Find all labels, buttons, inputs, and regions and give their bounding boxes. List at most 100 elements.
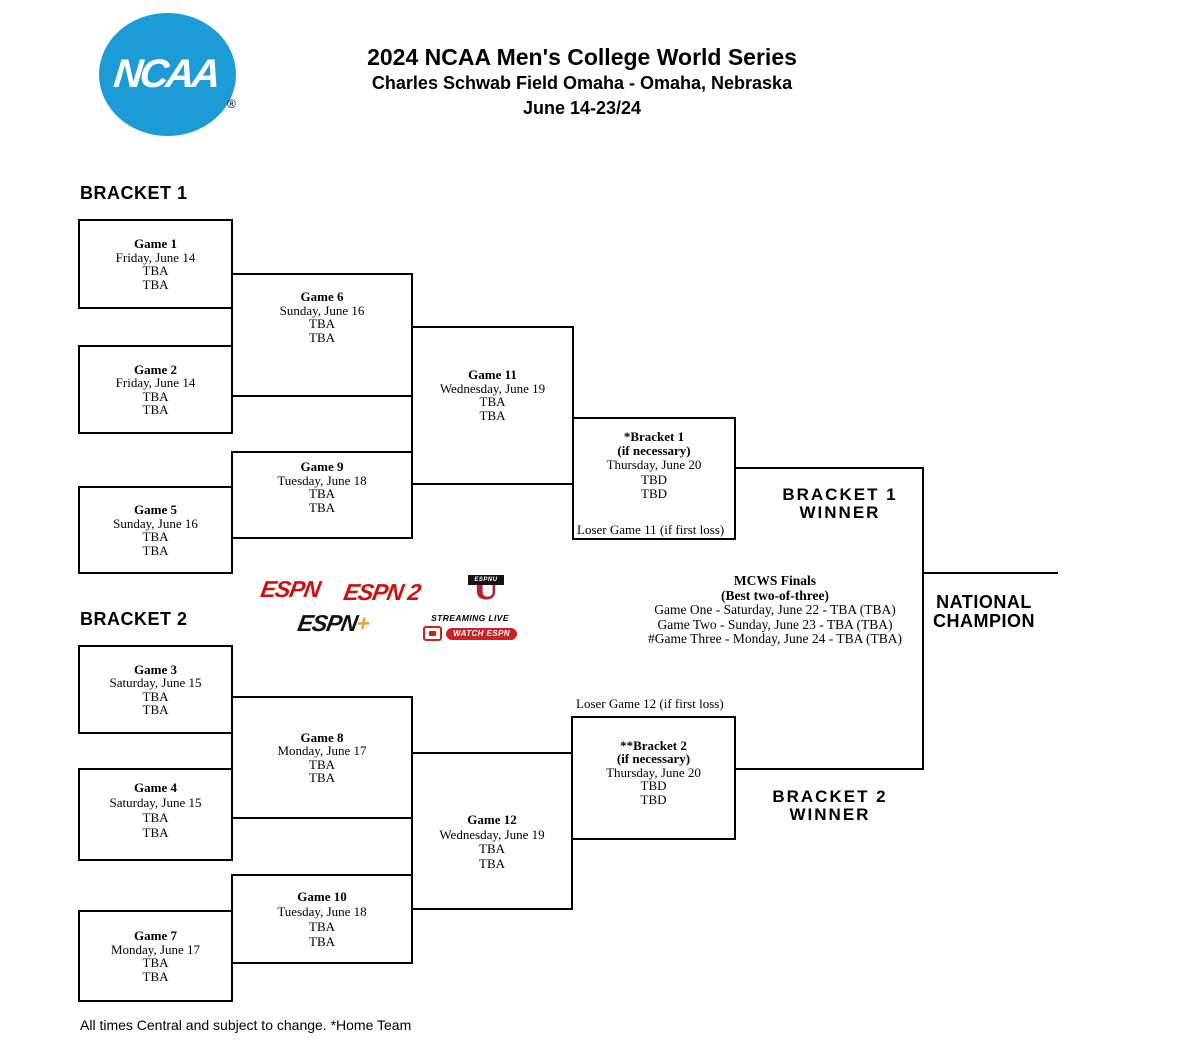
watch-espn-badge: WATCH ESPN — [446, 627, 517, 640]
game-date: Wednesday, June 19 — [439, 380, 546, 396]
if-necessary-title: **Bracket 2 — [620, 738, 687, 753]
team-slot: TBA — [479, 841, 505, 856]
team-slot: TBA — [142, 825, 169, 840]
team-slot: TBA — [309, 770, 335, 785]
game-7-box: Game 7 Monday, June 17 TBA TBA — [78, 910, 233, 1002]
team-slot: TBA — [142, 388, 169, 404]
game-date: Saturday, June 15 — [109, 675, 202, 690]
team-slot: TBA — [142, 968, 169, 984]
game-10-box: Game 10 Tuesday, June 18 TBA TBA — [231, 874, 413, 964]
bracket-1-winner-label: BRACKET 1 WINNER — [782, 485, 898, 522]
team-slot: TBA — [309, 486, 335, 501]
team-slot: TBD — [641, 471, 667, 487]
game-9-box: Game 9 Tuesday, June 18 TBA TBA — [231, 451, 413, 539]
game-date: Thursday, June 20 — [606, 457, 702, 473]
if-necessary-note: (if necessary) — [616, 751, 691, 767]
team-slot: TBA — [309, 934, 335, 949]
espn-logo: ESPN — [258, 576, 323, 602]
finals-title: MCWS Finals — [733, 573, 817, 588]
loser-game-12-note: Loser Game 12 (if first loss) — [576, 696, 724, 711]
espn2-logo: ESPN 2 — [341, 579, 423, 605]
loser-game-11-note: Loser Game 11 (if first loss) — [577, 522, 725, 537]
team-slot: TBA — [309, 499, 335, 515]
ncaa-logo: NCAA — [99, 13, 236, 136]
espn-plus-logo: ESPN+ — [295, 610, 373, 636]
event-dates: June 14-23/24 — [522, 98, 642, 118]
game-date: Sunday, June 16 — [113, 515, 198, 531]
team-slot: TBA — [142, 276, 169, 292]
team-slot: TBA — [142, 702, 169, 717]
game-title: Game 11 — [468, 367, 517, 382]
bracket-2-label: BRACKET 2 — [80, 609, 188, 629]
team-slot: TBA — [309, 756, 335, 772]
team-slot: TBA — [309, 316, 335, 331]
finals-game-two: Game Two - Sunday, June 23 - TBA (TBA) — [657, 616, 893, 632]
team-slot: TBD — [641, 485, 667, 501]
finals-format: (Best two-of-three) — [720, 587, 830, 603]
game-date: Saturday, June 15 — [109, 795, 202, 810]
team-slot: TBA — [479, 394, 506, 409]
team-slot: TBA — [142, 810, 169, 825]
finals-game-one: Game One - Saturday, June 22 - TBA (TBA) — [654, 602, 896, 618]
team-slot: TBA — [309, 919, 335, 934]
game-date: Sunday, June 16 — [279, 302, 365, 318]
game-title: Game 3 — [134, 661, 177, 677]
game-title: Game 4 — [134, 780, 177, 795]
if-necessary-note: (if necessary) — [617, 443, 691, 459]
game-date: Tuesday, June 18 — [277, 904, 367, 919]
game-title: Game 10 — [297, 889, 347, 904]
screen-icon-dot — [429, 631, 437, 636]
team-slot: TBA — [142, 542, 169, 558]
game-11-box: Game 11 Wednesday, June 19 TBA TBA — [411, 326, 574, 485]
if-necessary-title: *Bracket 1 — [623, 429, 685, 444]
game-3-box: Game 3 Saturday, June 15 TBA TBA — [78, 645, 233, 734]
bracket-1-winner-line — [734, 467, 924, 469]
watch-espn-block: STREAMING LIVE WATCH ESPN — [422, 613, 518, 641]
header-title-block: 2024 NCAA Men's College World Series Cha… — [282, 44, 882, 120]
team-slot: TBA — [142, 688, 169, 704]
team-slot: TBA — [142, 402, 169, 417]
game-title: Game 1 — [134, 236, 177, 251]
game-1-box: Game 1 Friday, June 14 TBA TBA — [78, 219, 233, 309]
game-5-box: Game 5 Sunday, June 16 TBA TBA — [78, 486, 233, 574]
espnu-logo: U ESPNU — [467, 570, 505, 610]
bracket-1-if-necessary-box: *Bracket 1 (if necessary) Thursday, June… — [572, 417, 736, 540]
game-title: Game 9 — [300, 459, 344, 474]
national-champion-label: NATIONAL CHAMPION — [933, 592, 1035, 631]
mcws-finals-block: MCWS Finals (Best two-of-three) Game One… — [620, 573, 930, 647]
screen-icon — [423, 626, 443, 641]
game-date: Friday, June 14 — [115, 375, 196, 390]
game-title: Game 6 — [300, 289, 344, 304]
team-slot: TBA — [142, 955, 169, 970]
page-title: 2024 NCAA Men's College World Series — [367, 44, 797, 70]
bracket-2-if-necessary-box: **Bracket 2 (if necessary) Thursday, Jun… — [571, 716, 736, 840]
game-2-box: Game 2 Friday, June 14 TBA TBA — [78, 345, 233, 434]
game-12-box: Game 12 Wednesday, June 19 TBA TBA — [411, 752, 573, 910]
team-slot: TBA — [479, 855, 505, 871]
venue-subtitle: Charles Schwab Field Omaha - Omaha, Nebr… — [371, 73, 793, 93]
game-title: Game 2 — [134, 361, 177, 377]
game-date: Friday, June 14 — [115, 249, 196, 265]
bracket-1-label: BRACKET 1 — [80, 183, 188, 203]
team-slot: TBD — [640, 791, 667, 807]
champion-vertical-line — [922, 467, 924, 770]
game-date: Tuesday, June 18 — [277, 472, 367, 488]
game-date: Monday, June 17 — [277, 743, 367, 758]
team-slot: TBA — [309, 329, 335, 345]
game-date: Thursday, June 20 — [606, 764, 701, 780]
game-title: Game 5 — [134, 502, 177, 517]
game-title: Game 7 — [134, 928, 177, 943]
game-date: Wednesday, June 19 — [439, 826, 545, 842]
game-title: Game 12 — [467, 812, 517, 827]
team-slot: TBA — [479, 407, 506, 423]
team-slot: TBD — [640, 778, 667, 794]
game-date: Monday, June 17 — [110, 941, 201, 957]
finals-game-three: #Game Three - Monday, June 24 - TBA (TBA… — [648, 631, 902, 647]
national-champion-line — [922, 572, 1058, 574]
bracket-2-winner-label: BRACKET 2 WINNER — [772, 787, 888, 824]
team-slot: TBA — [142, 529, 169, 544]
espnu-banner: ESPNU — [468, 575, 504, 585]
ncaa-logo-text: NCAA — [111, 52, 220, 96]
game-4-box: Game 4 Saturday, June 15 TBA TBA — [78, 768, 233, 861]
